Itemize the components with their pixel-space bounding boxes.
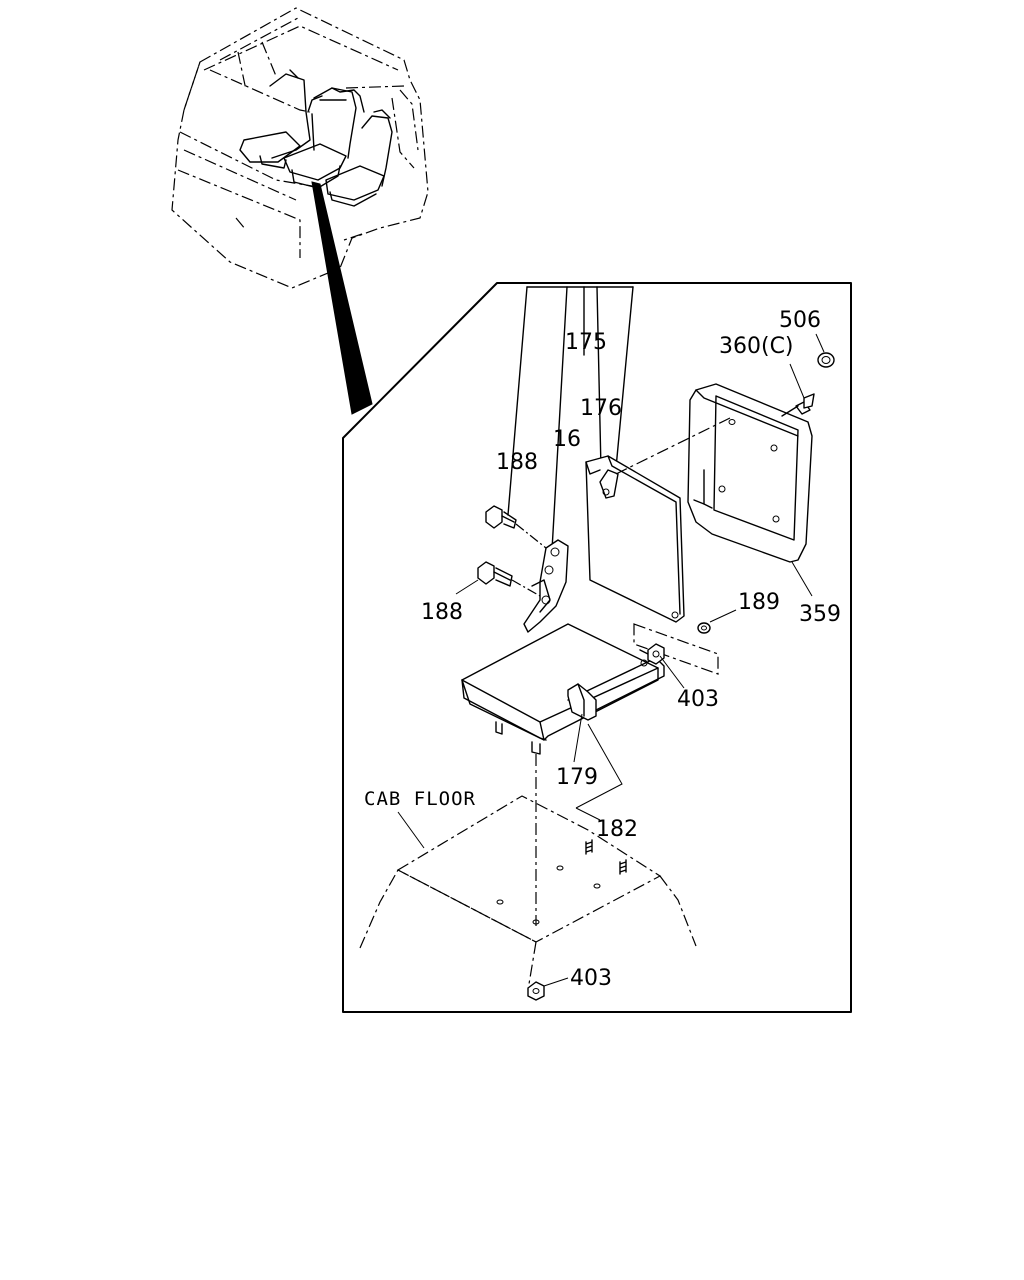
label-506: 506 (779, 308, 821, 333)
label-403-upper: 403 (677, 687, 719, 712)
label-175: 175 (565, 330, 607, 355)
bolt-188-upper (485, 505, 547, 549)
leader-wedge (311, 181, 373, 415)
bolt-188-lower (477, 561, 541, 597)
label-179: 179 (556, 765, 598, 790)
label-403-lower: 403 (570, 966, 612, 991)
label-189: 189 (738, 590, 780, 615)
detail-frame (342, 282, 852, 1013)
label-360c: 360(C) (719, 334, 794, 359)
label-188-upper: 188 (496, 450, 538, 475)
label-182: 182 (596, 817, 638, 842)
cab-overview (171, 7, 429, 415)
seat-detail (359, 286, 835, 1001)
label-cab-floor: CAB FLOOR (364, 788, 476, 810)
label-359: 359 (799, 602, 841, 627)
label-16: 16 (553, 427, 581, 452)
label-188-lower: 188 (421, 600, 463, 625)
label-176: 176 (580, 396, 622, 421)
